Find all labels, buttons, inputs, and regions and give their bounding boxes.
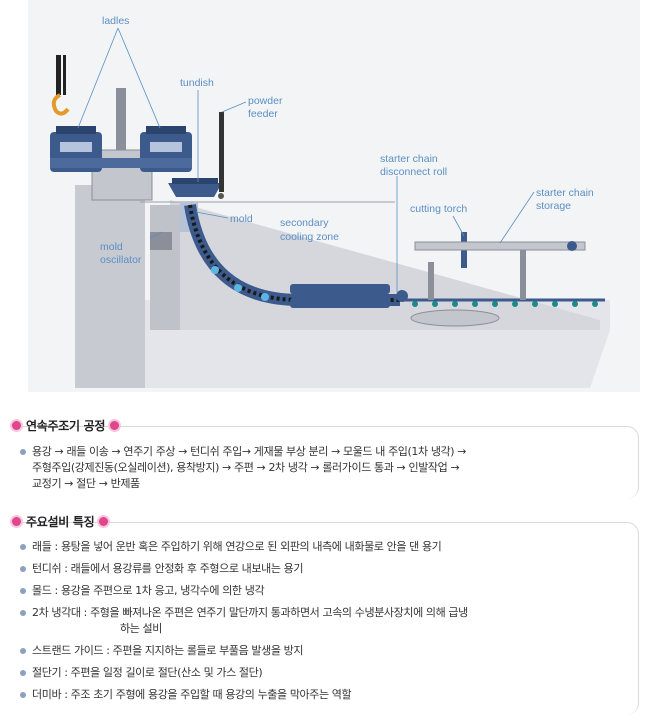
list-bullet-icon (20, 566, 26, 572)
tundish (168, 178, 222, 197)
label-tundish: tundish (180, 77, 214, 89)
label-ladles: ladles (102, 15, 129, 27)
label-powder-feeder-2: feeder (248, 108, 278, 120)
list-item-continuation: 하는 설비 (32, 621, 468, 637)
bullet-icon (12, 421, 21, 430)
label-secondary-cooling-1: secondary (280, 217, 329, 229)
process-line: 교정기 → 절단 → 반제품 (32, 476, 466, 492)
process-line: 용강 → 래들 이송 → 연주기 주상 → 턴디쉬 주입→ 게재물 부상 분리 … (32, 444, 466, 460)
list-bullet-icon (20, 588, 26, 594)
list-item: 래들 : 용탕을 넣어 운반 혹은 주입하기 위해 연강으로 된 외판의 내측에… (32, 539, 441, 555)
list-item: 2차 냉각대 : 주형을 빠져나온 주편은 연주기 말단까지 통과하면서 고속의… (32, 605, 468, 637)
list-bullet-icon (20, 692, 26, 698)
list-bullet-icon (20, 610, 26, 616)
bullet-icon (12, 517, 21, 526)
process-section: 연속주조기 공정 용강 → 래들 이송 → 연주기 주상 → 턴디쉬 주입→ 게… (0, 416, 647, 500)
process-line: 주형주입(강제진동(오실레이션), 용착방지) → 주편 → 2차 냉각 → 롤… (32, 460, 466, 476)
list-item: 더미바 : 주조 초기 주형에 용강을 주입할 때 용강의 누출을 막아주는 역… (32, 687, 351, 703)
disconnect-roll (396, 290, 408, 302)
list-bullet-icon (20, 670, 26, 676)
label-mold: mold (230, 213, 253, 225)
list-bullet-icon (20, 648, 26, 654)
label-starter-disconnect-2: disconnect roll (380, 166, 447, 178)
equipment-title: 주요설비 특징 (26, 513, 94, 530)
left-wall (75, 185, 145, 388)
label-mold-oscillator-2: oscillator (100, 254, 142, 266)
list-item: 몰드 : 용강을 주편으로 1차 응고, 냉각수에 의한 냉각 (32, 583, 264, 599)
process-description: 용강 → 래들 이송 → 연주기 주상 → 턴디쉬 주입→ 게재물 부상 분리 … (32, 444, 466, 492)
list-bullet-icon (20, 544, 26, 550)
bullet-icon (99, 517, 108, 526)
label-secondary-cooling-2: cooling zone (280, 231, 339, 243)
label-mold-oscillator-1: mold (100, 241, 123, 253)
label-powder-feeder-1: powder (248, 95, 283, 107)
list-item: 턴디쉬 : 래들에서 용강류를 안정화 후 주형으로 내보내는 용기 (32, 561, 303, 577)
equipment-section: 주요설비 특징 래들 : 용탕을 넣어 운반 혹은 주입하기 위해 연강으로 된… (0, 512, 647, 716)
mold-oscillator (150, 232, 172, 250)
label-starter-storage-1: starter chain (536, 187, 594, 199)
label-starter-storage-2: storage (536, 200, 571, 212)
continuous-casting-diagram: ladles tundish powder feeder mold mold o… (0, 0, 647, 400)
bullet-icon (110, 421, 119, 430)
list-item: 스트랜드 가이드 : 주편을 지지하는 롤들로 부풀음 발생을 방지 (32, 643, 303, 659)
list-item: 절단기 : 주편을 일정 길이로 절단(산소 및 가스 절단) (32, 665, 262, 681)
process-title: 연속주조기 공정 (26, 417, 105, 434)
turret-column (116, 88, 126, 158)
label-cutting-torch: cutting torch (410, 203, 467, 215)
list-bullet-icon (20, 449, 26, 455)
label-starter-disconnect-1: starter chain (380, 153, 438, 165)
